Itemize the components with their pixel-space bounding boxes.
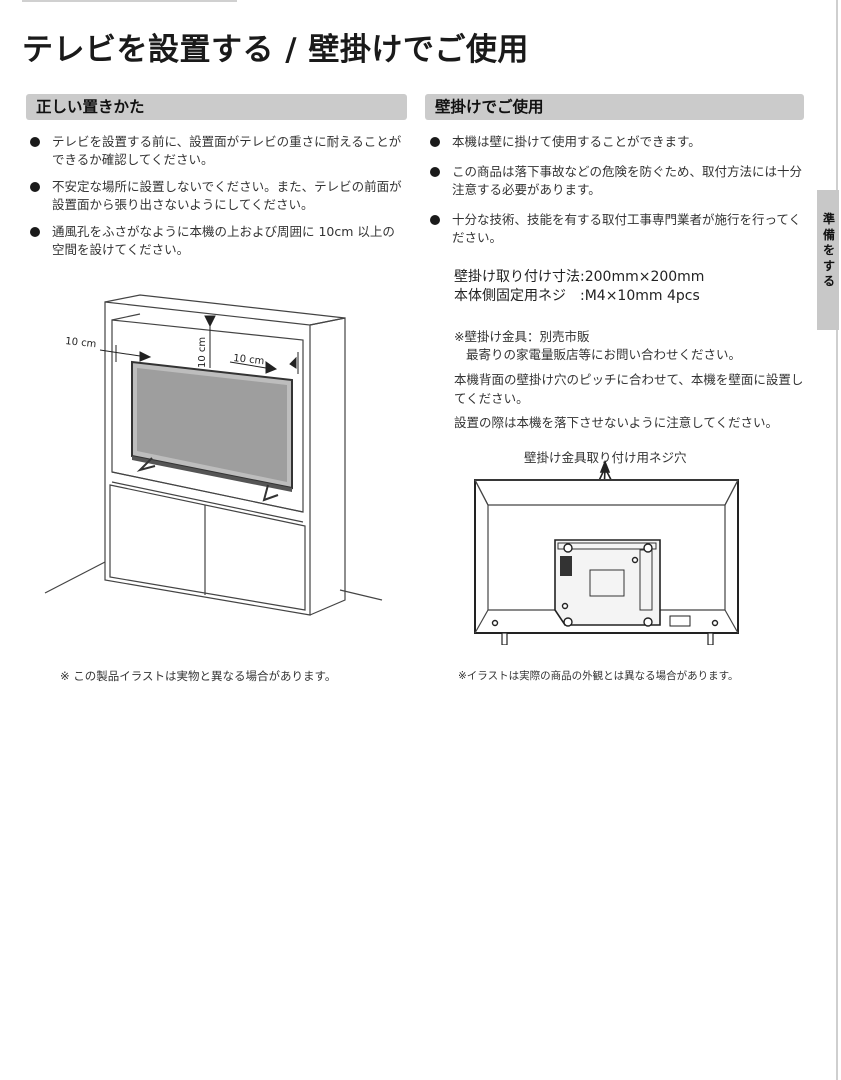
chapter-tab-label: 準備をする — [822, 212, 835, 288]
list-item: 本機は壁に掛けて使用することができます。 — [428, 133, 808, 151]
list-item: テレビを設置する前に、設置面がテレビの重さに耐えることができるか確認してください… — [28, 133, 406, 169]
illustration-disclaimer-left: ※ この製品イラストは実物と異なる場合があります。 — [60, 669, 337, 683]
bracket-note: ※壁掛け金具：別売市販 — [454, 329, 590, 344]
tv-back-illustration — [474, 460, 739, 645]
list-item: 十分な技術、技能を有する取付工事専門業者が施行を行ってください。 — [428, 211, 808, 247]
section-heading-placement: 正しい置きかた — [26, 94, 407, 120]
wall-mount-dimension-spec: 壁掛け取り付け寸法:200mm×200mm — [454, 269, 705, 285]
bullet-icon — [430, 215, 440, 225]
section-heading-wall-mount: 壁掛けでご使用 — [425, 94, 804, 120]
bullet-icon — [30, 227, 40, 237]
screw-spec: 本体側固定用ネジ :M4×10mm 4pcs — [454, 288, 700, 304]
bullet-icon — [30, 182, 40, 192]
wall-mount-bullet-list: 本機は壁に掛けて使用することができます。 この商品は落下事故などの危険を防ぐため… — [428, 133, 808, 259]
top-rule — [22, 0, 237, 2]
placement-bullet-list: テレビを設置する前に、設置面がテレビの重さに耐えることができるか確認してください… — [28, 133, 406, 268]
mount-instruction: 本機背面の壁掛け穴のピッチに合わせて、本機を壁面に設置してください。 — [454, 372, 804, 406]
list-item: この商品は落下事故などの危険を防ぐため、取付方法には十分注意する必要があります。 — [428, 163, 808, 199]
page-edge — [836, 0, 838, 1080]
page-title: テレビを設置する / 壁掛けでご使用 — [22, 32, 529, 68]
dimension-label-right: 10 cm — [233, 353, 265, 367]
tv-cabinet-illustration: 10 cm 10 cm 10 cm — [44, 294, 383, 616]
bracket-inquiry-note: 最寄りの家電量販店等にお問い合わせください。 — [466, 347, 742, 362]
list-item: 不安定な場所に設置しないでください。また、テレビの前面が設置面から張り出さないよ… — [28, 178, 406, 214]
dimension-label-left: 10 cm — [65, 336, 97, 350]
illustration-disclaimer-right: ※イラストは実際の商品の外観とは異なる場合があります。 — [458, 670, 739, 682]
bullet-icon — [430, 137, 440, 147]
list-item: 通風孔をふさがなように本機の上および周囲に 10cm 以上の空間を設けてください… — [28, 223, 406, 259]
bullet-icon — [430, 167, 440, 177]
chapter-tab[interactable]: 準備をする — [817, 190, 839, 330]
bullet-icon — [30, 137, 40, 147]
drop-caution: 設置の際は本機を落下させないように注意してください。 — [454, 415, 779, 430]
diagram-caption: 壁掛け金具取り付け用ネジ穴 — [524, 450, 687, 465]
dimension-label-top: 10 cm — [197, 337, 208, 368]
